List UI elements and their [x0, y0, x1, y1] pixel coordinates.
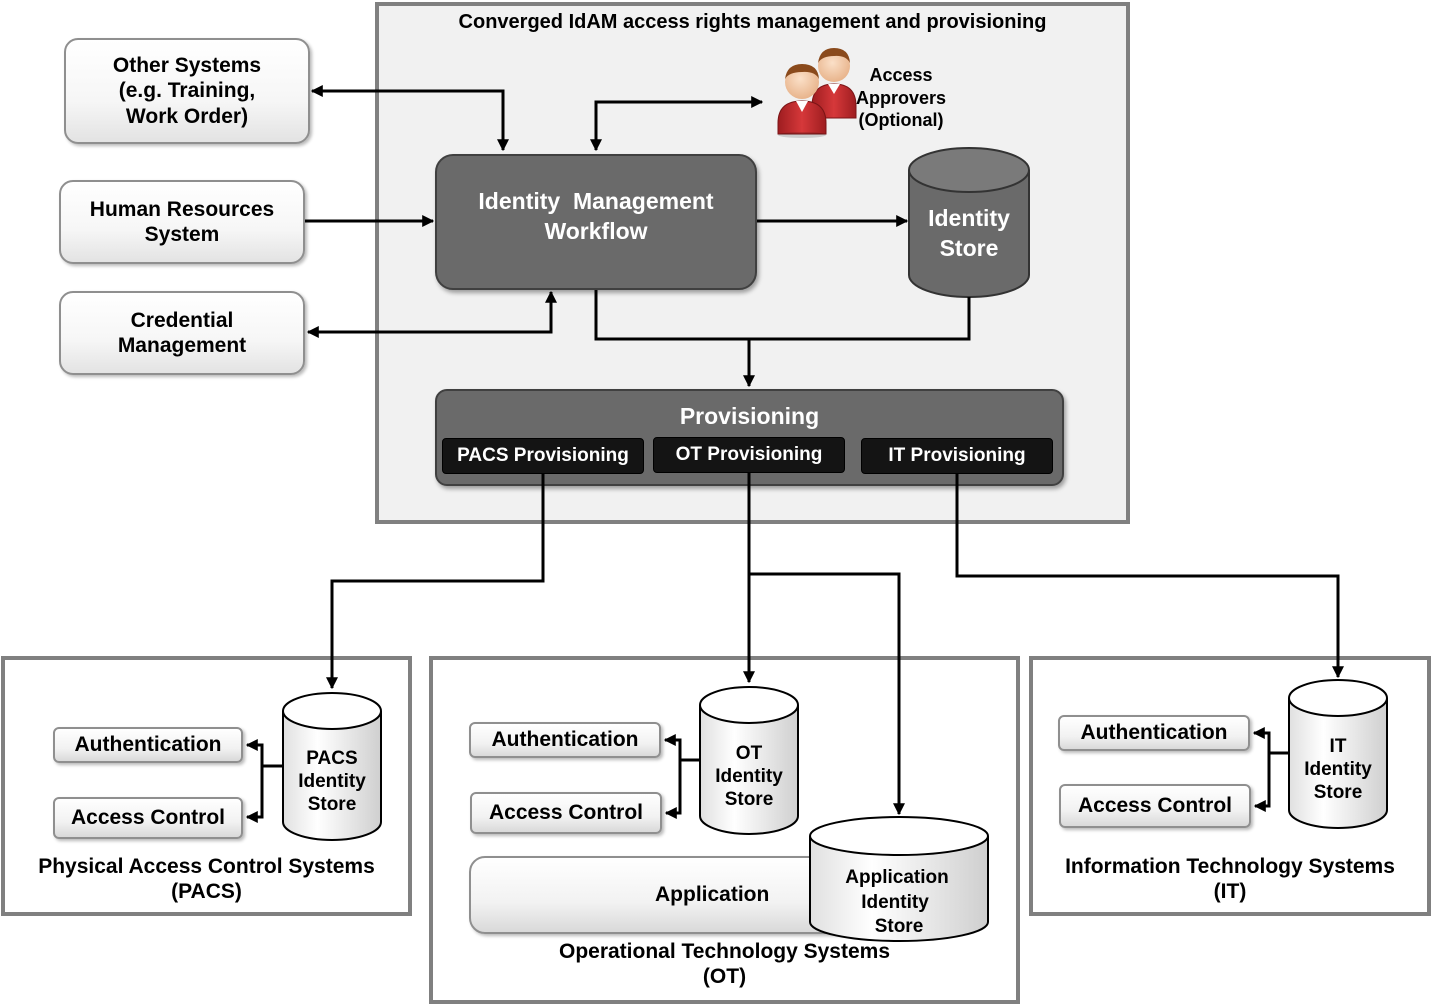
- ot-store-line-2: Identity: [715, 765, 783, 787]
- ot-caption-line-2: (OT): [702, 965, 747, 989]
- it-identity-store-cylinder: [1288, 679, 1388, 829]
- connector-pacs-access: [245, 766, 264, 823]
- ot-provisioning: OT Provisioning: [653, 437, 845, 473]
- ot-caption: Operational Technology Systems (OT): [429, 939, 1020, 989]
- it-access-control: Access Control: [1059, 784, 1251, 828]
- hr-system-line-2: System: [144, 223, 220, 246]
- pacs-caption-line-2: (PACS): [171, 880, 242, 904]
- it-store-line-3: Store: [1313, 781, 1363, 803]
- ot-store-line-3: Store: [724, 788, 774, 810]
- it-authentication: Authentication: [1058, 715, 1250, 751]
- application-store-line-2: Identity: [861, 891, 929, 913]
- other-systems-box: Other Systems (e.g. Training, Work Order…: [64, 38, 310, 144]
- hr-system-box: Human Resources System: [59, 180, 305, 264]
- access-approvers-icon: [777, 48, 857, 138]
- ot-access-control: Access Control: [470, 792, 662, 834]
- ot-authentication: Authentication: [469, 722, 661, 758]
- it-caption-line-1: Information Technology Systems: [1065, 855, 1395, 878]
- pacs-access-control: Access Control: [53, 797, 243, 839]
- pacs-store-line-3: Store: [307, 793, 357, 815]
- workflow-line-2: Workflow: [544, 218, 648, 244]
- connector-pacs: [326, 474, 545, 690]
- other-systems-line-1: Other Systems: [112, 54, 262, 78]
- it-caption: Information Technology Systems (IT): [1029, 854, 1431, 904]
- ot-caption-line-1: Operational Technology Systems: [558, 940, 891, 963]
- workflow-line-1: Identity Management: [478, 188, 714, 215]
- it-caption-line-2: (IT): [1213, 880, 1247, 904]
- ot-application-label: Application: [655, 883, 770, 906]
- connector-ot-auth: [663, 734, 700, 762]
- other-systems-line-2: (e.g. Training,: [118, 79, 256, 103]
- application-store-line-3: Store: [874, 916, 924, 938]
- ot-application-box: Application: [469, 856, 869, 934]
- application-store-label: Application Identity Store: [810, 866, 988, 940]
- other-systems-line-3: Work Order): [125, 104, 249, 128]
- pacs-authentication: Authentication: [53, 727, 243, 763]
- application-identity-store-cylinder: [809, 816, 989, 942]
- connector-credential: [306, 290, 557, 338]
- it-store-line-2: Identity: [1304, 758, 1372, 780]
- connectors: [245, 85, 1344, 823]
- connector-pacs-auth: [245, 739, 283, 768]
- credential-line-2: Management: [117, 334, 247, 357]
- connector-it: [955, 474, 1344, 679]
- it-store-label: IT Identity Store: [1289, 736, 1387, 804]
- provisioning-title: Provisioning: [679, 403, 820, 429]
- it-frame: [1029, 656, 1431, 916]
- credential-line-1: Credential: [130, 308, 234, 332]
- ot-identity-store-cylinder: [699, 686, 799, 835]
- ot-store-label: OT Identity Store: [700, 743, 798, 811]
- application-store-line-1: Application: [845, 867, 949, 888]
- it-provisioning: IT Provisioning: [861, 438, 1053, 474]
- identity-store-line-2: Store: [939, 234, 999, 261]
- pacs-identity-store-cylinder: [282, 692, 382, 841]
- pacs-store-line-1: PACS: [306, 748, 358, 769]
- hr-system-line-1: Human Resources: [89, 197, 275, 221]
- access-approvers-label: Access Approvers (Optional): [848, 64, 954, 132]
- person-icon: [777, 64, 827, 138]
- identity-store-label: Identity Store: [909, 204, 1029, 264]
- identity-store-line-1: Identity: [928, 205, 1010, 231]
- connector-workflow-provisioning: [594, 290, 971, 341]
- connector-it-auth: [1252, 727, 1289, 755]
- identity-store-cylinder: [908, 147, 1030, 298]
- connector-ot-application: [749, 572, 905, 816]
- pacs-frame: [1, 656, 412, 916]
- connector-it-access: [1253, 753, 1271, 812]
- approvers-line-3: (Optional): [858, 110, 944, 130]
- converged-title: Converged IdAM access rights management …: [458, 11, 1047, 33]
- pacs-caption: Physical Access Control Systems (PACS): [1, 854, 412, 904]
- connector-other-systems: [310, 85, 509, 152]
- approvers-line-2: Approvers: [855, 87, 947, 108]
- credential-management-box: Credential Management: [59, 291, 305, 375]
- connector-ot-access: [664, 760, 682, 819]
- pacs-store-label: PACS Identity Store: [283, 748, 381, 816]
- pacs-store-line-2: Identity: [298, 770, 366, 792]
- pacs-provisioning: PACS Provisioning: [442, 438, 644, 474]
- ot-store-line-1: OT: [735, 743, 763, 764]
- connector-approvers: [590, 96, 764, 152]
- ot-frame: [429, 656, 1020, 1004]
- approvers-line-1: Access: [869, 65, 933, 85]
- identity-management-workflow-box: Identity Management Workflow: [435, 154, 757, 290]
- pacs-caption-line-1: Physical Access Control Systems: [38, 855, 375, 878]
- it-store-line-1: IT: [1329, 736, 1347, 757]
